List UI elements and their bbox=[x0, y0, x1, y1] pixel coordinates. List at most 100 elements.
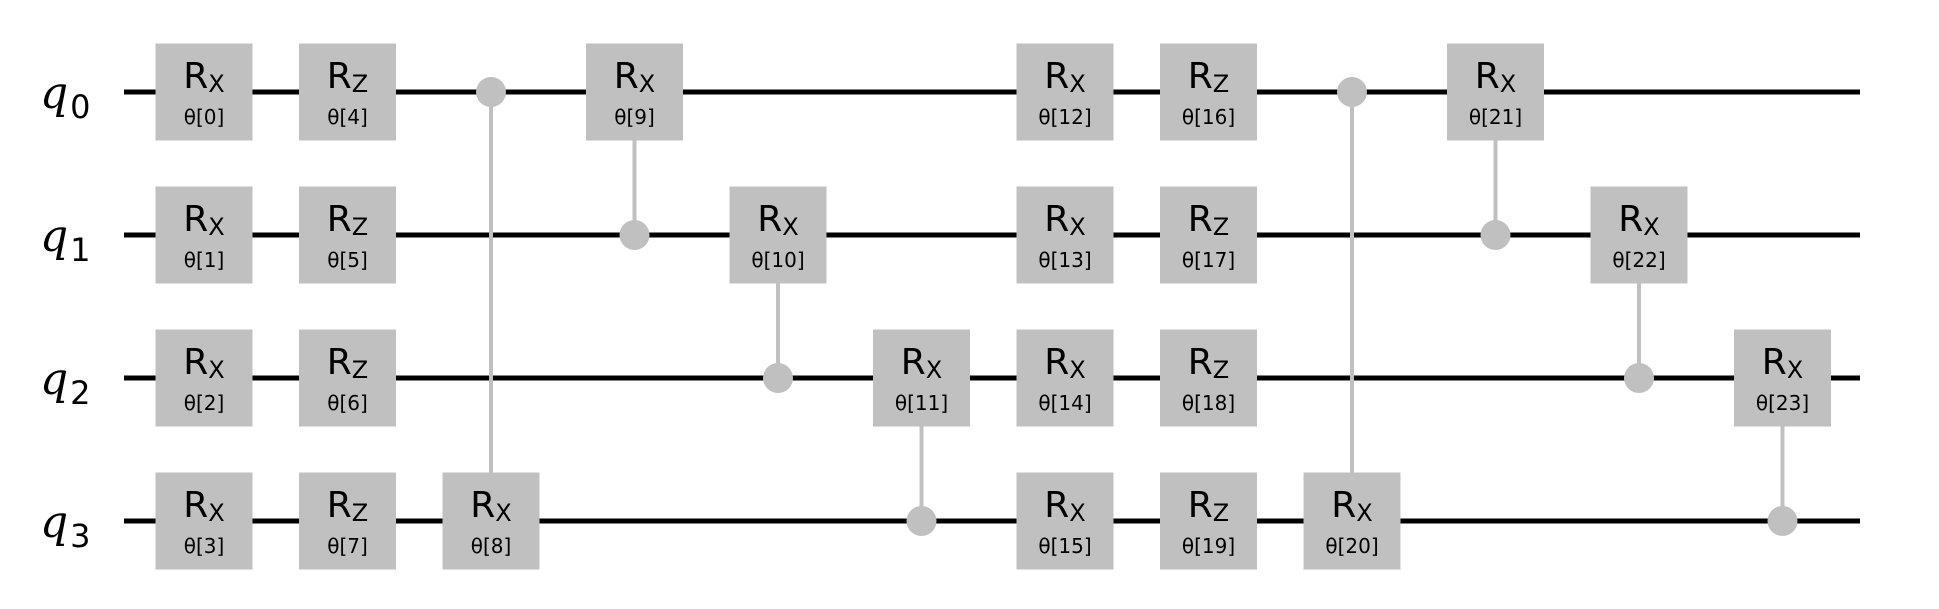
gate-subscript: X bbox=[208, 499, 224, 527]
gate-parameter: θ[15] bbox=[1038, 534, 1091, 558]
gate-name: R bbox=[1188, 199, 1213, 240]
gate-parameter: θ[20] bbox=[1325, 534, 1378, 558]
gate-parameter: θ[1] bbox=[184, 248, 225, 272]
gate-label: RX bbox=[1762, 342, 1803, 384]
gate-label: RX bbox=[1044, 485, 1085, 527]
gate-subscript: Z bbox=[352, 356, 368, 384]
control-dot bbox=[1767, 506, 1798, 536]
gate-label: RX bbox=[757, 199, 798, 241]
gate-label: RZ bbox=[327, 56, 368, 98]
gate-subscript: Z bbox=[1213, 499, 1229, 527]
gate-Rz-4: RZθ[4] bbox=[299, 43, 396, 141]
control-dot bbox=[476, 77, 506, 107]
gate-subscript: Z bbox=[1213, 356, 1229, 384]
gate-name: R bbox=[470, 485, 495, 526]
gate-name: R bbox=[183, 485, 208, 526]
qubit-wires bbox=[124, 89, 1860, 524]
gate-label: RX bbox=[183, 485, 224, 527]
gate-layer: RXθ[0]RXθ[1]RXθ[2]RXθ[3]RZθ[4]RZθ[5]RZθ[… bbox=[155, 43, 1831, 570]
gate-subscript: Z bbox=[352, 213, 368, 241]
gate-name: R bbox=[1044, 56, 1069, 97]
gate-parameter: θ[5] bbox=[327, 248, 368, 272]
qubit-label-1: q1 bbox=[40, 211, 91, 269]
gate-subscript: Z bbox=[1213, 213, 1229, 241]
control-connections bbox=[476, 77, 1798, 536]
gate-label: RX bbox=[614, 56, 655, 98]
gate-name: R bbox=[614, 56, 639, 97]
qubit-labels: q 0 q1 q2 q3 bbox=[40, 68, 91, 555]
gate-box bbox=[442, 472, 540, 570]
gate-parameter: θ[14] bbox=[1038, 391, 1091, 415]
gate-box bbox=[1160, 472, 1257, 570]
gate-Rx-0: RXθ[0] bbox=[155, 43, 253, 141]
gate-Rx-22: RXθ[22] bbox=[1590, 186, 1688, 284]
gate-parameter: θ[9] bbox=[614, 105, 655, 129]
gate-name: R bbox=[1475, 56, 1500, 97]
gate-label: RX bbox=[1044, 342, 1085, 384]
gate-box bbox=[299, 472, 396, 570]
gate-name: R bbox=[327, 199, 352, 240]
gate-label: RX bbox=[1475, 56, 1516, 98]
gate-box bbox=[1303, 472, 1401, 570]
gate-subscript: X bbox=[1069, 213, 1085, 241]
gate-Rx-9: RXθ[9] bbox=[586, 43, 683, 141]
gate-parameter: θ[21] bbox=[1469, 105, 1522, 129]
qubit-label-index: 0 bbox=[70, 88, 90, 126]
gate-box bbox=[1016, 472, 1114, 570]
gate-parameter: θ[12] bbox=[1038, 105, 1091, 129]
gate-parameter: θ[22] bbox=[1612, 248, 1665, 272]
gate-label: RX bbox=[901, 342, 942, 384]
gate-subscript: X bbox=[1069, 70, 1085, 98]
qubit-label-3: q3 bbox=[40, 497, 91, 555]
gate-parameter: θ[3] bbox=[184, 534, 225, 558]
gate-parameter: θ[10] bbox=[751, 248, 804, 272]
gate-parameter: θ[2] bbox=[184, 391, 225, 415]
gate-box bbox=[1016, 186, 1114, 284]
gate-Rx-1: RXθ[1] bbox=[155, 186, 253, 284]
gate-name: R bbox=[183, 56, 208, 97]
gate-name: R bbox=[183, 342, 208, 383]
gate-box bbox=[586, 43, 683, 141]
gate-parameter: θ[13] bbox=[1038, 248, 1091, 272]
gate-parameter: θ[16] bbox=[1182, 105, 1235, 129]
gate-box bbox=[299, 186, 396, 284]
gate-name: R bbox=[1044, 342, 1069, 383]
gate-subscript: X bbox=[1500, 70, 1516, 98]
gate-subscript: X bbox=[926, 356, 942, 384]
gate-name: R bbox=[1044, 199, 1069, 240]
gate-box bbox=[1160, 329, 1257, 427]
gate-label: RZ bbox=[327, 199, 368, 241]
gate-subscript: Z bbox=[1213, 70, 1229, 98]
gate-label: RX bbox=[183, 56, 224, 98]
gate-label: RX bbox=[470, 485, 511, 527]
qubit-label-index: 3 bbox=[70, 517, 90, 555]
gate-parameter: θ[7] bbox=[327, 534, 368, 558]
gate-subscript: X bbox=[1787, 356, 1803, 384]
gate-subscript: X bbox=[1356, 499, 1372, 527]
gate-Rx-8: RXθ[8] bbox=[442, 472, 540, 570]
gate-Rz-16: RZ θ[16] bbox=[1160, 43, 1257, 141]
gate-subscript: X bbox=[639, 70, 655, 98]
gate-Rz-18: RZθ[18] bbox=[1160, 329, 1257, 427]
gate-parameter: θ[17] bbox=[1182, 248, 1235, 272]
gate-subscript: Z bbox=[352, 70, 368, 98]
gate-Rx-3: RXθ[3] bbox=[155, 472, 253, 570]
gate-Rz-6: RZθ[6] bbox=[299, 329, 396, 427]
gate-label: RZ bbox=[1188, 56, 1229, 98]
gate-box bbox=[1447, 43, 1544, 141]
gate-parameter: θ[0] bbox=[184, 105, 225, 129]
gate-parameter: θ[18] bbox=[1182, 391, 1235, 415]
qubit-label-index: 1 bbox=[70, 231, 90, 269]
gate-name: R bbox=[757, 199, 782, 240]
gate-label: RZ bbox=[1188, 485, 1229, 527]
control-dot bbox=[1480, 220, 1511, 250]
qubit-label-name: q bbox=[40, 211, 68, 262]
control-dot bbox=[1337, 77, 1367, 107]
gate-box bbox=[1016, 43, 1114, 141]
gate-subscript: X bbox=[208, 70, 224, 98]
gate-subscript: X bbox=[495, 499, 511, 527]
gate-Rx-21: RXθ[21] bbox=[1447, 43, 1544, 141]
gate-label: RX bbox=[1331, 485, 1372, 527]
qubit-label-2: q2 bbox=[40, 354, 91, 412]
